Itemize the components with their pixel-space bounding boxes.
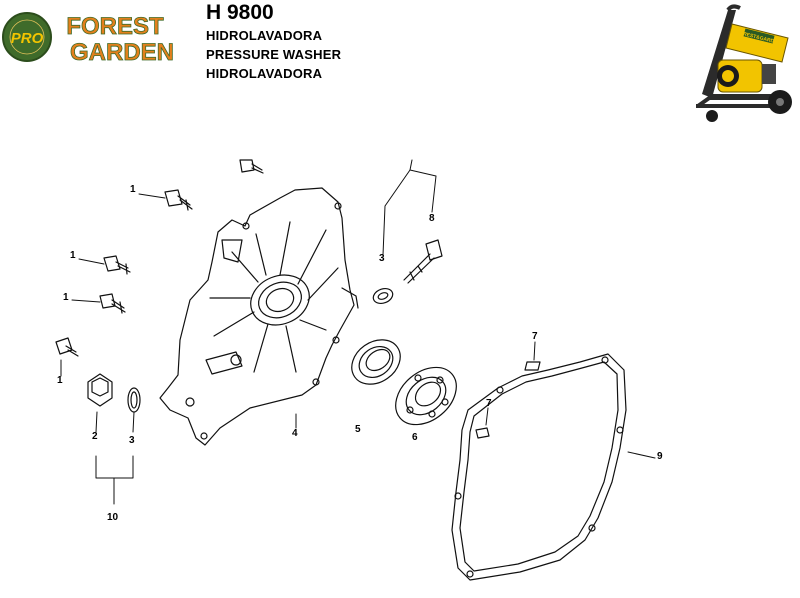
- subtitle-line-3: HIDROLAVADORA: [206, 66, 323, 81]
- subtitle-line-2: PRESSURE WASHER: [206, 47, 342, 62]
- crankcase-cover: [159, 187, 359, 446]
- brand-name-garden: GARDEN: [70, 39, 174, 64]
- dowel-pins: [475, 361, 541, 439]
- callout-label: 2: [92, 431, 98, 442]
- callout-label: 6: [412, 432, 418, 443]
- callout-label: 10: [107, 512, 119, 523]
- callout-label: 1: [63, 292, 69, 303]
- model-number: H 9800: [206, 1, 274, 24]
- callout-label: 3: [129, 435, 135, 446]
- leader-lines: [60, 159, 656, 505]
- drain-plug: [87, 373, 113, 407]
- callout-label: 8: [429, 213, 435, 224]
- subtitle-line-1: HIDROLAVADORA: [206, 28, 323, 43]
- callout-label: 1: [130, 184, 136, 195]
- brand-name-forest: FOREST: [66, 13, 164, 40]
- ball-bearing: [395, 366, 457, 426]
- brand-logo: PRO FOREST GARDEN: [2, 12, 174, 64]
- gasket: [451, 353, 627, 581]
- breather-bolt: [403, 239, 443, 284]
- callout-label: 1: [70, 250, 76, 261]
- washers: [127, 287, 394, 413]
- callout-label: 9: [657, 451, 663, 462]
- callout-label: 1: [57, 375, 63, 386]
- callout-label: 4: [292, 428, 298, 439]
- brand-badge: PRO: [11, 30, 44, 47]
- callout-label: 3: [379, 253, 385, 264]
- pressure-washer-icon: FOREST&GARDEN: [696, 4, 792, 122]
- callout-label: 7: [486, 398, 492, 409]
- bolts: [55, 159, 264, 357]
- callout-label: 7: [532, 331, 538, 342]
- oil-seal: [351, 339, 401, 385]
- callout-label: 5: [355, 424, 361, 435]
